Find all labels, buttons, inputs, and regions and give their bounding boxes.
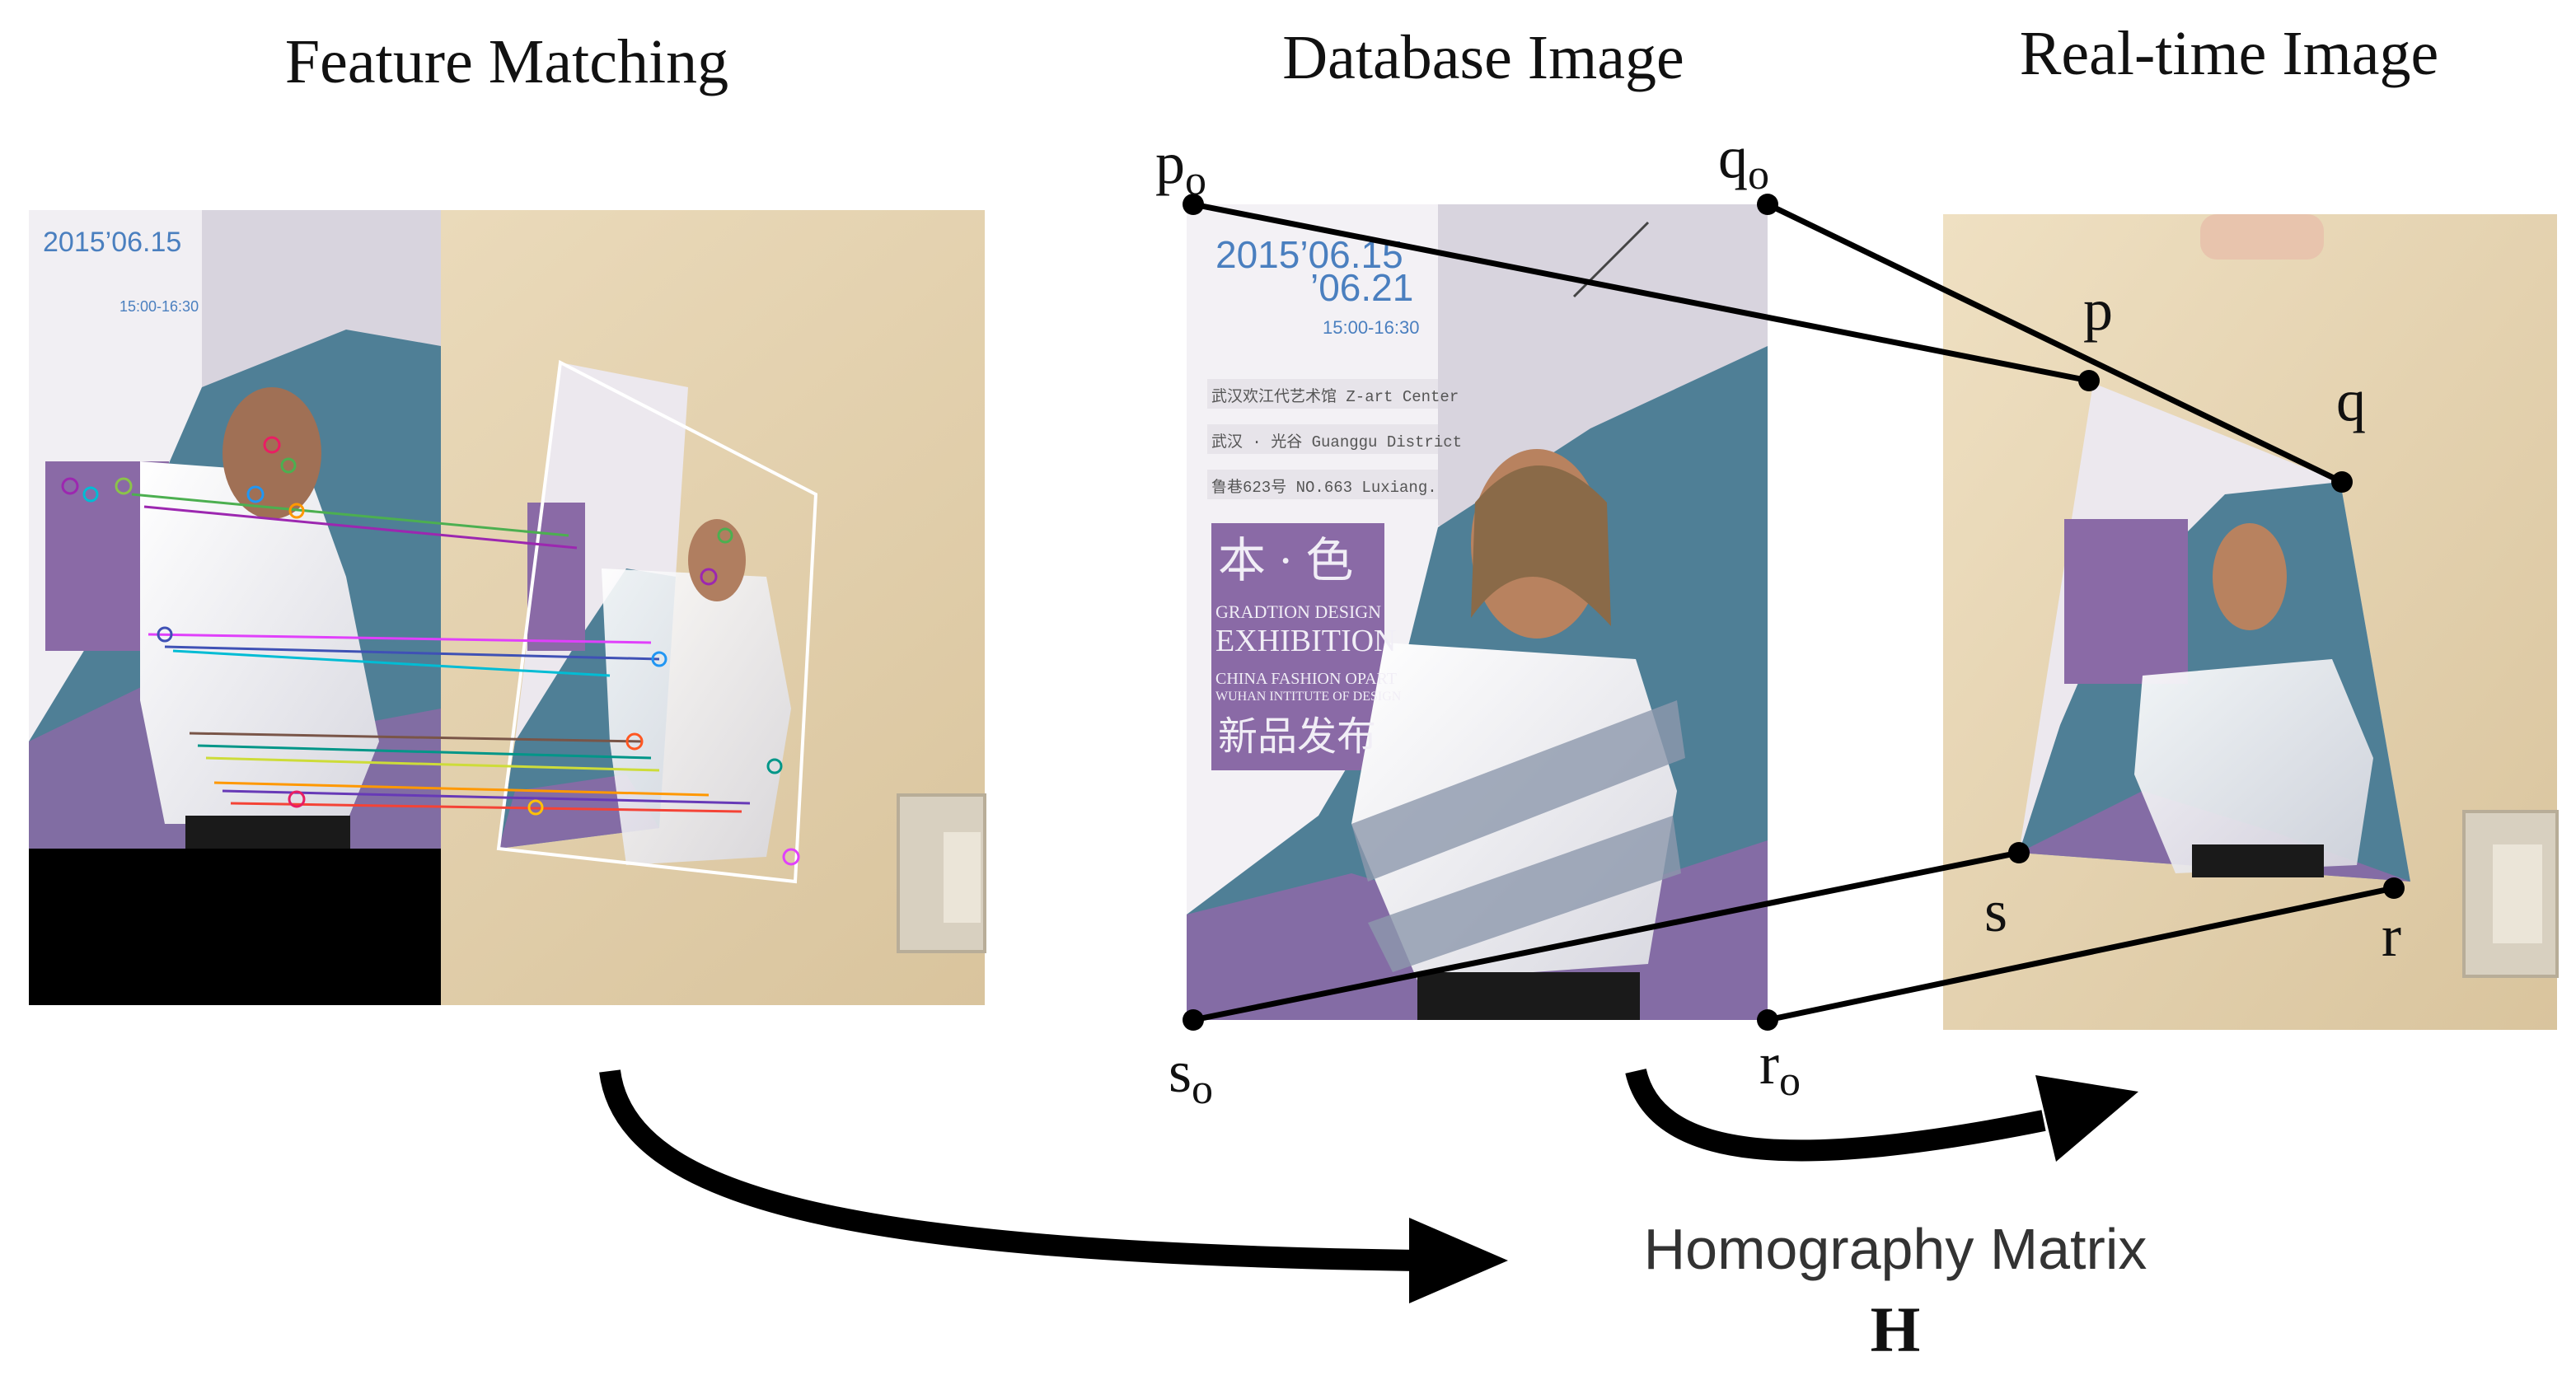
label-po: po (1155, 130, 1206, 204)
fm-time: 15:00-16:30 (119, 298, 199, 315)
db-exhibition: EXHIBITION (1215, 624, 1397, 658)
label-p: p (2083, 277, 2113, 343)
label-r: r (2382, 903, 2401, 969)
db-row3: 鲁巷623号 NO.663 Luxiang. (1211, 478, 1437, 497)
line-po-p (1192, 201, 2090, 384)
arrow-feature-to-homography (599, 1069, 1418, 1271)
label-ro: ro (1759, 1031, 1801, 1105)
homography-symbol: H (1871, 1293, 1921, 1365)
line-so-s (1192, 849, 2020, 1023)
arrowhead-realtime (2035, 1075, 2138, 1162)
fm-date: 2015’06.15 (43, 227, 181, 258)
dot-p (2078, 370, 2100, 391)
dot-r (2383, 877, 2405, 899)
arrow-database-to-realtime (1625, 1068, 2046, 1162)
correspondence-lines (1192, 201, 2395, 1023)
line-ro-r (1767, 885, 2395, 1023)
arrows (599, 1068, 2138, 1303)
title-realtime-image: Real-time Image (2020, 19, 2439, 88)
label-s: s (1984, 878, 2007, 944)
realtime-image (1943, 214, 2559, 1030)
db-gradtion: GRADTION DESIGN (1215, 601, 1381, 622)
title-feature-matching: Feature Matching (285, 27, 728, 96)
dot-s (2008, 842, 2030, 863)
db-date2: ’06.21 (1310, 266, 1413, 309)
corner-dots (1183, 194, 2405, 1031)
arrowhead-homography (1409, 1218, 1508, 1303)
line-qo-q (1766, 201, 2344, 485)
db-wuhan: WUHAN INTITUTE OF DESIGN (1215, 690, 1402, 704)
point-labels: po qo so ro p q s r (1155, 124, 2401, 1113)
homography-label: Homography Matrix (1644, 1217, 2147, 1281)
feature-matching-image: 2015’06.15 15:00-16:30 (29, 210, 986, 1005)
db-release-cn: 新品发布 (1218, 715, 1376, 759)
dot-so (1183, 1009, 1204, 1031)
db-time: 15:00-16:30 (1323, 317, 1419, 338)
label-q: q (2336, 367, 2366, 433)
label-so: so (1169, 1039, 1213, 1113)
dot-q (2331, 471, 2353, 493)
dot-po (1183, 194, 1204, 215)
dot-qo (1757, 194, 1778, 215)
db-china: CHINA FASHION OPART (1215, 670, 1397, 688)
title-database-image: Database Image (1282, 23, 1684, 92)
db-row2: 武汉 · 光谷 Guanggu District (1211, 433, 1462, 451)
database-image (1187, 204, 1768, 1020)
db-row1: 武汉欢江代艺术馆 Z-art Center (1211, 387, 1459, 406)
label-qo: qo (1718, 124, 1769, 199)
database-poster-text: 2015’06.15 ’06.21 15:00-16:30 武汉欢江代艺术馆 Z… (1207, 233, 1462, 759)
db-title-cn: 本 · 色 (1218, 534, 1353, 587)
dot-ro (1757, 1009, 1778, 1031)
